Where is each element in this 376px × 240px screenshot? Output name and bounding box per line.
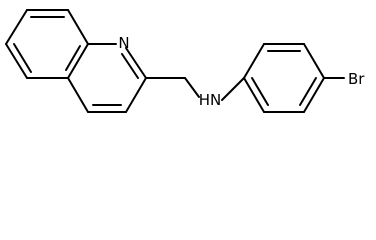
bond xyxy=(125,47,147,79)
atom-label-amine: HN xyxy=(199,91,222,109)
quinoline-pyridine-ring xyxy=(67,43,147,113)
double-bond-inner xyxy=(121,53,139,79)
atom-label-nitrogen: N xyxy=(118,34,129,52)
bond xyxy=(67,43,89,79)
double-bond-inner xyxy=(65,45,81,71)
double-bond-inner xyxy=(13,43,32,73)
bond xyxy=(303,77,325,113)
quinoline-benzene-ring xyxy=(5,9,89,79)
bond xyxy=(125,77,147,113)
amine-aryl-bond xyxy=(221,77,245,101)
bond xyxy=(5,9,28,45)
chemical-structure-diagram: N HN Br xyxy=(5,9,365,113)
double-bond-inner xyxy=(251,77,269,106)
atom-label-bromine: Br xyxy=(348,70,365,88)
bond xyxy=(5,43,28,79)
double-bond-inner xyxy=(299,77,317,106)
amine-bond xyxy=(184,77,200,98)
bond xyxy=(243,43,265,79)
bromophenyl-ring xyxy=(243,43,325,113)
bond xyxy=(303,43,325,79)
bond xyxy=(67,9,89,45)
bond xyxy=(67,77,89,113)
bond xyxy=(243,77,265,113)
